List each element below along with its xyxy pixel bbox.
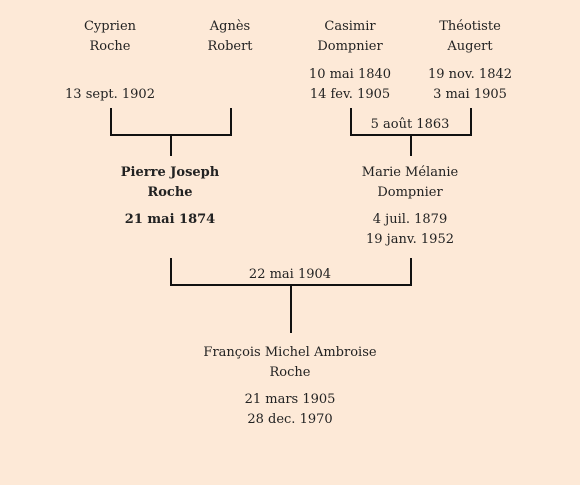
life-dates: 4 juil. 1879 19 janv. 1952 xyxy=(366,210,454,250)
connector-line xyxy=(410,258,412,286)
birth-date: 10 mai 1840 xyxy=(308,67,392,82)
birth-date: 19 nov. 1842 xyxy=(427,67,513,82)
connector-line xyxy=(170,258,172,286)
first-name: Agnès xyxy=(209,19,251,34)
last-name: Roche xyxy=(147,185,193,200)
last-name: Roche xyxy=(89,39,131,54)
death-date: 14 fev. 1905 xyxy=(309,87,391,102)
life-dates: 19 nov. 1842 3 mai 1905 xyxy=(428,65,512,105)
connector-line xyxy=(290,284,292,333)
last-name: Roche xyxy=(269,365,311,380)
death-date: 19 janv. 1952 xyxy=(366,232,454,247)
connector-line xyxy=(230,108,232,136)
connector-line xyxy=(110,108,112,136)
last-name: Augert xyxy=(447,39,493,54)
last-name: Dompnier xyxy=(317,39,383,54)
connector-line xyxy=(470,108,472,136)
connector-line xyxy=(410,134,412,156)
first-name: Marie Mélanie xyxy=(361,165,459,180)
first-name: Cyprien xyxy=(83,19,137,34)
marriage-date: 5 août 1863 xyxy=(370,117,450,132)
death-date: 3 mai 1905 xyxy=(433,87,507,102)
life-dates: 10 mai 1840 14 fev. 1905 xyxy=(309,65,391,105)
birth-date: 4 juil. 1879 xyxy=(372,212,448,227)
person-casimir-dompnier: Casimir Dompnier xyxy=(317,17,382,57)
death-date: 13 sept. 1902 xyxy=(65,87,155,102)
birth-date: 21 mars 1905 xyxy=(244,392,336,407)
person-cyprien-roche: Cyprien Roche xyxy=(84,17,136,57)
marriage-date: 22 mai 1904 xyxy=(248,267,332,282)
connector-line xyxy=(170,134,172,156)
person-agnes-robert: Agnès Robert xyxy=(207,17,252,57)
first-name: Théotiste xyxy=(439,19,501,34)
death-date: 28 dec. 1970 xyxy=(247,412,333,427)
first-name: François Michel Ambroise xyxy=(203,345,377,360)
person-pierre-joseph-roche: Pierre Joseph Roche xyxy=(121,163,219,203)
person-theotiste-augert: Théotiste Augert xyxy=(439,17,501,57)
last-name: Robert xyxy=(207,39,253,54)
first-name: Pierre Joseph xyxy=(120,165,220,180)
last-name: Dompnier xyxy=(377,185,443,200)
first-name: Casimir xyxy=(324,19,376,34)
person-francois-michel-ambroise-roche: François Michel Ambroise Roche xyxy=(203,343,376,383)
life-dates: 21 mars 1905 28 dec. 1970 xyxy=(245,390,336,430)
birth-date: 21 mai 1874 xyxy=(124,212,216,227)
person-marie-melanie-dompnier: Marie Mélanie Dompnier xyxy=(362,163,458,203)
connector-line xyxy=(350,108,352,136)
